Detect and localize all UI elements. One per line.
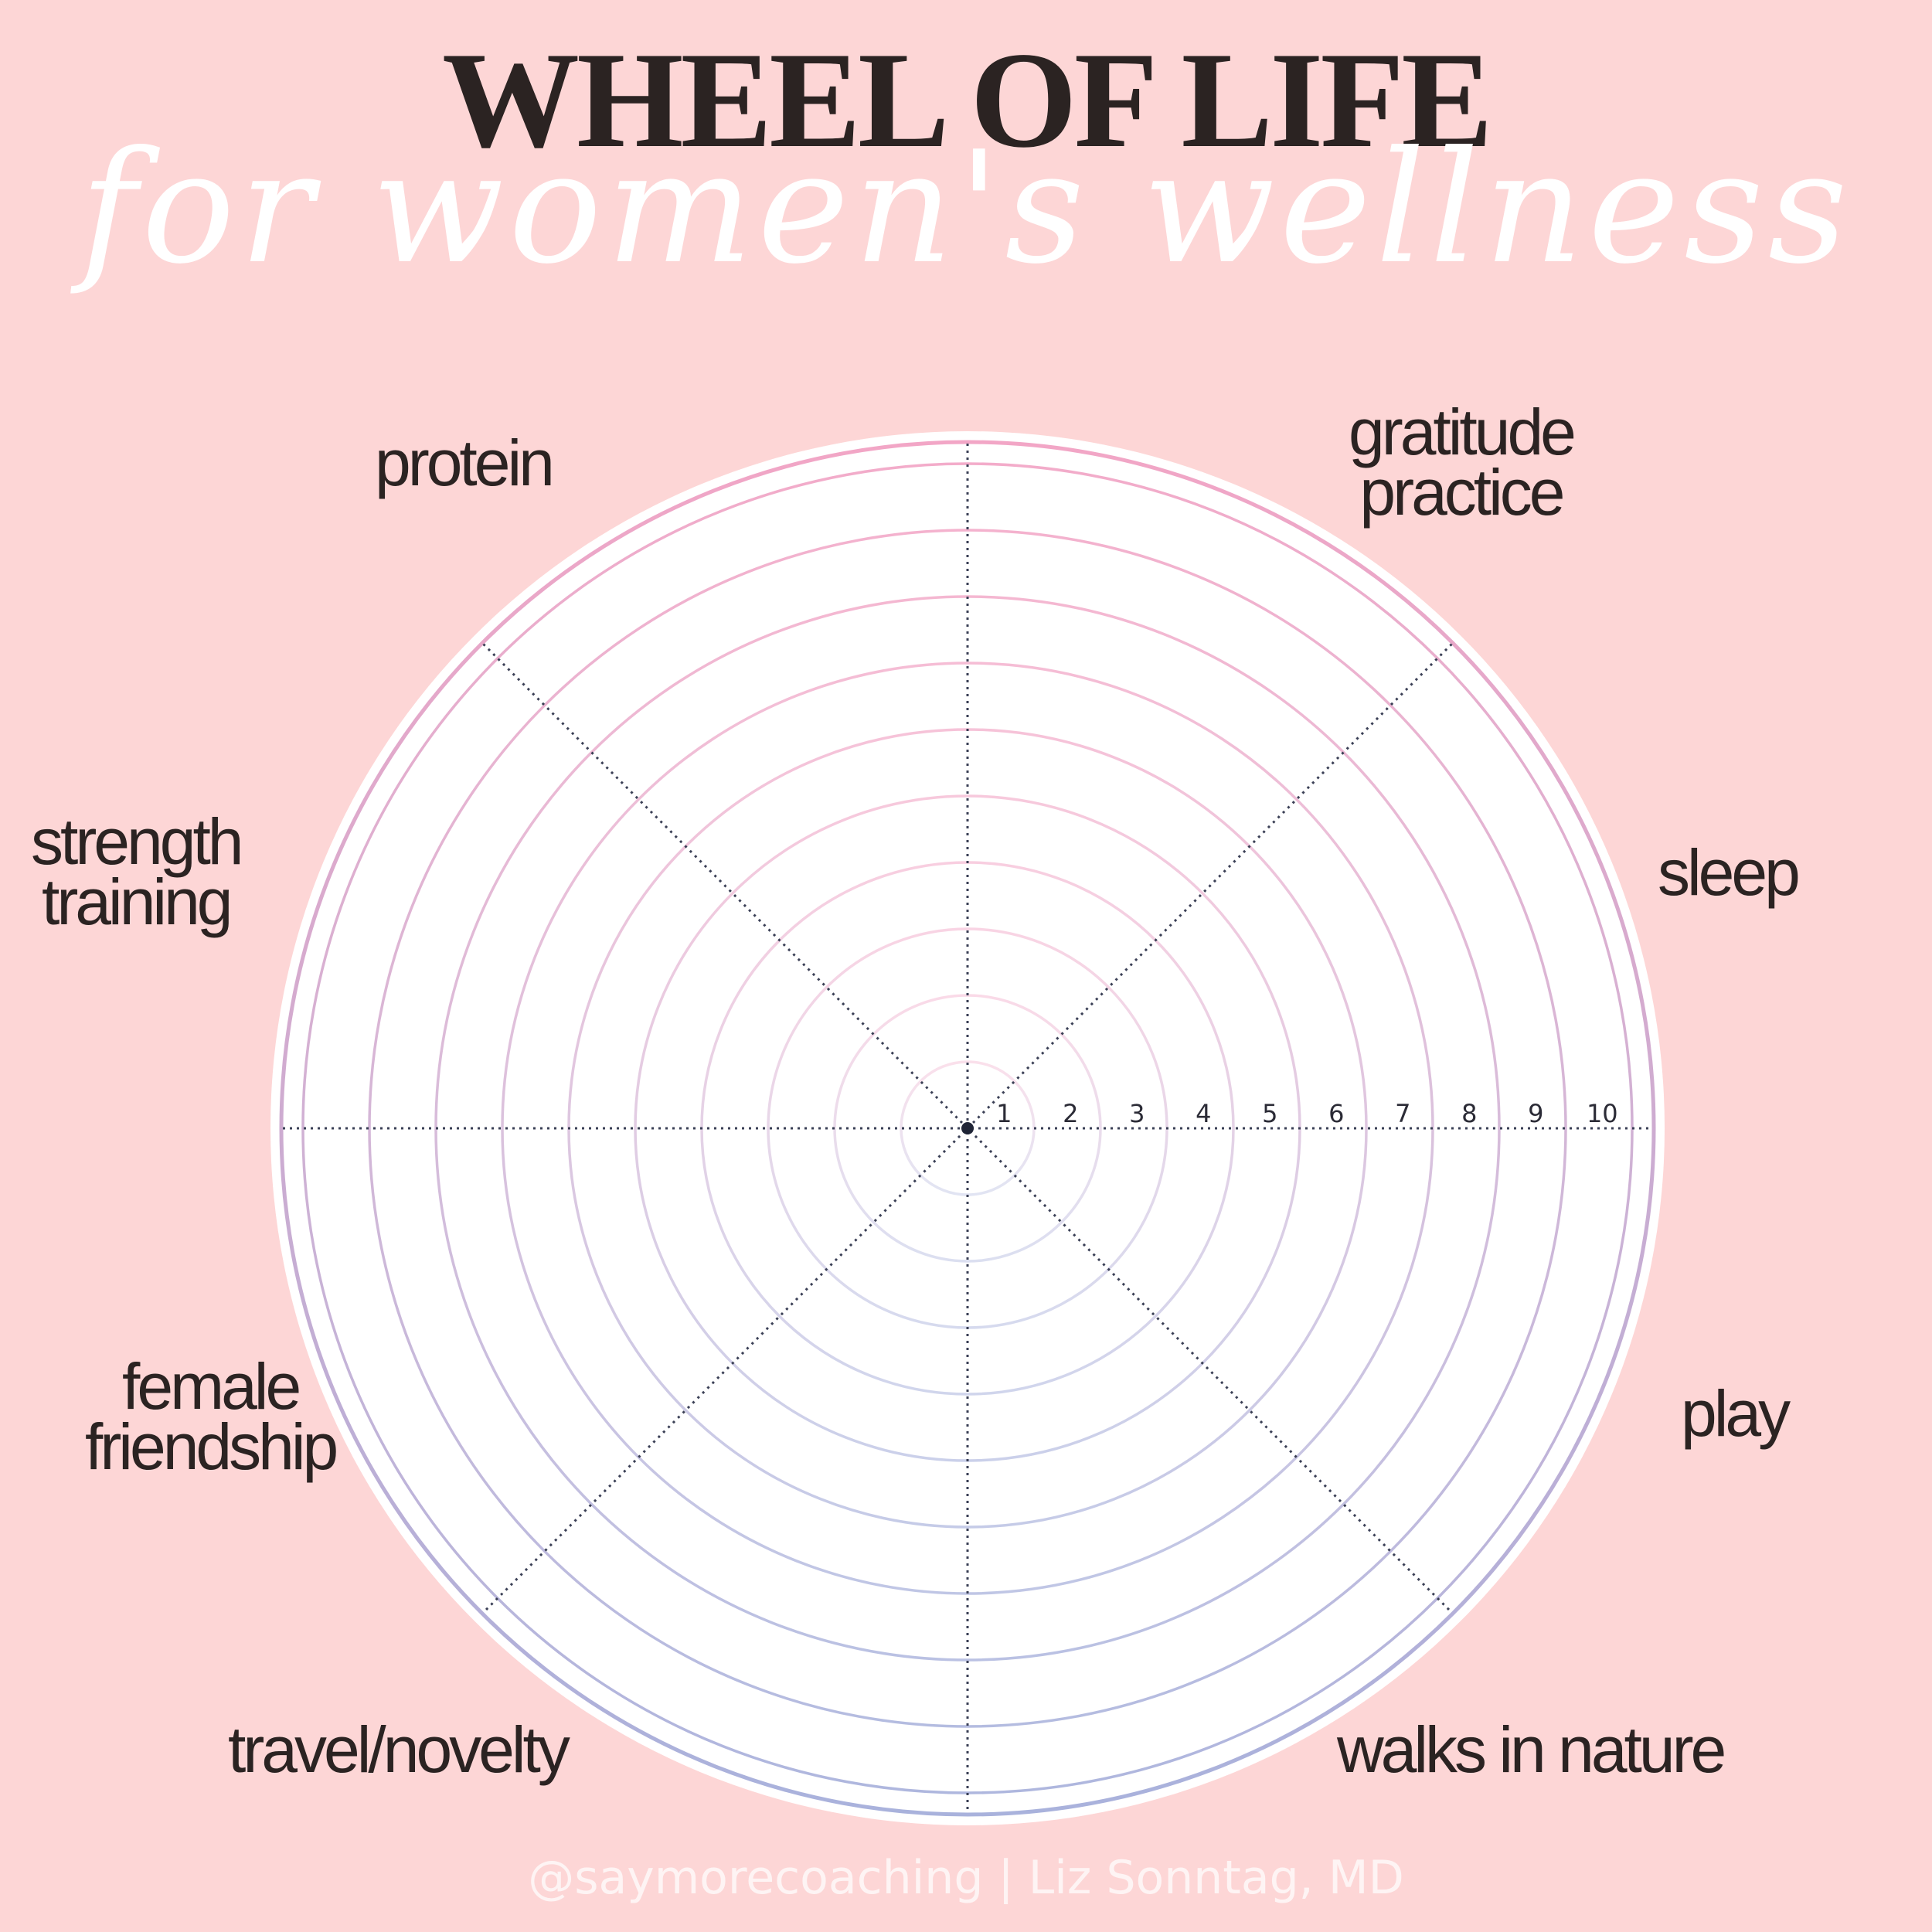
category-travel-novelty: travel/novelty (228, 1713, 570, 1786)
category-female-friendship: female friendship (85, 1350, 338, 1483)
scale-label: 4 (1196, 1099, 1211, 1128)
category-protein: protein (375, 427, 555, 499)
footer-credit: @saymorecoaching | Liz Sonntag, MD (528, 1851, 1404, 1905)
scale-label: 6 (1328, 1099, 1344, 1128)
wheel-spoke (482, 643, 1453, 1614)
wheel-ring (279, 440, 1656, 1817)
page-subtitle: for women's wellness (80, 118, 1852, 298)
category-strength-training: strength training (31, 805, 244, 938)
scale-label: 3 (1129, 1099, 1145, 1128)
wheel-spokes (283, 444, 1652, 1813)
scale-label: 7 (1395, 1099, 1410, 1128)
scale-label: 10 (1587, 1099, 1618, 1128)
category-walks-in-nature: walks in nature (1337, 1713, 1726, 1786)
category-sleep: sleep (1658, 836, 1801, 909)
wheel-ring (368, 529, 1567, 1728)
scale-label: 9 (1528, 1099, 1543, 1128)
scale-label: 1 (996, 1099, 1012, 1128)
scale-label: 2 (1063, 1099, 1078, 1128)
category-play: play (1681, 1377, 1791, 1450)
scale-label: 8 (1461, 1099, 1477, 1128)
category-gratitude-practice: gratitude practice (1349, 396, 1577, 529)
wheel-center-dot (961, 1122, 974, 1134)
scale-label: 5 (1262, 1099, 1277, 1128)
wheel-spoke (482, 643, 1453, 1614)
page-title: WHEEL OF LIFE (442, 23, 1493, 176)
wheel-scale: 1 2 3 4 5 6 7 8 9 10 (996, 1099, 1618, 1128)
